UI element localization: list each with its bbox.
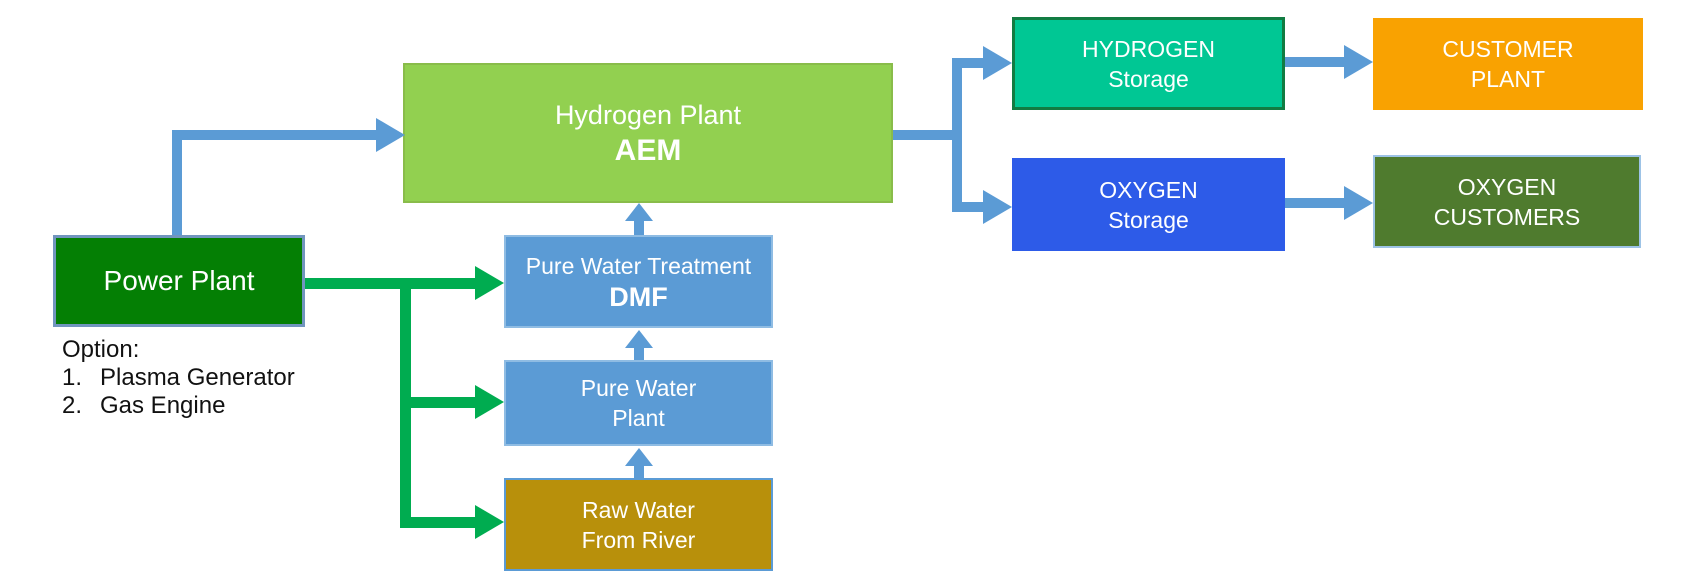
arrow-power-to-treatment-arrowhead-icon: [475, 266, 504, 300]
option-note-item-2: 2. Gas Engine: [62, 392, 295, 420]
arrow-rawwater-to-waterplant-stem: [634, 464, 644, 478]
option-note-item-1: 1. Plasma Generator: [62, 364, 295, 392]
power-plant-label: Power Plant: [103, 265, 255, 296]
oxygen-customers-label-line2: CUSTOMERS: [1433, 203, 1581, 230]
option-note-item-2-number: 2.: [62, 392, 83, 419]
power-plant-box: Power Plant: [53, 235, 305, 327]
arrow-waterplant-to-treatment-arrowhead-icon: [625, 330, 653, 348]
oxygen-storage-label-line2: Storage: [1108, 206, 1189, 233]
raw-water-label-line2: From River: [581, 526, 696, 553]
arrow-power-to-rawwater-arrowhead-icon: [475, 505, 504, 539]
arrow-power-to-hydrogen-vertical-segment: [172, 130, 182, 235]
arrow-treatment-to-hydrogen-stem: [634, 218, 644, 235]
arrow-power-to-rawwater-segment: [400, 517, 476, 528]
option-note-item-1-number: 1.: [62, 364, 83, 391]
arrow-split-bottom-arm-segment: [952, 202, 984, 212]
customer-plant-label-line1: CUSTOMER: [1442, 36, 1574, 62]
option-note-title: Option:: [62, 336, 140, 363]
arrow-oxygenstorage-to-oxygencustomers-segment: [1285, 198, 1344, 208]
hydrogen-storage-box: HYDROGEN Storage: [1012, 17, 1285, 110]
hydrogen-storage-label-line2: Storage: [1108, 65, 1189, 92]
oxygen-storage-box: OXYGEN Storage: [1012, 158, 1285, 251]
pure-water-treatment-box: Pure Water Treatment DMF: [504, 235, 773, 328]
option-note-item-1-text: Plasma Generator: [100, 364, 295, 391]
arrow-power-to-hydrogen-arrowhead-icon: [376, 118, 405, 152]
pure-water-plant-label-line2: Plant: [612, 405, 665, 431]
oxygen-customers-box: OXYGEN CUSTOMERS: [1373, 155, 1641, 248]
arrow-rawwater-to-waterplant-arrowhead-icon: [625, 448, 653, 466]
arrow-split-top-arm-segment: [952, 58, 984, 68]
arrow-power-to-waterplant-segment: [400, 397, 476, 408]
arrow-to-hydrogen-storage-arrowhead-icon: [983, 46, 1012, 80]
arrow-split-vertical-segment: [952, 58, 962, 208]
arrow-power-to-waterplant-arrowhead-icon: [475, 385, 504, 419]
arrow-hydrogenstorage-to-customerplant-segment: [1285, 57, 1344, 67]
customer-plant-label-line2: PLANT: [1470, 66, 1546, 92]
raw-water-box: Raw Water From River: [504, 478, 773, 571]
arrow-power-main-horizontal-segment: [305, 278, 476, 289]
pure-water-plant-label-line1: Pure Water: [580, 375, 697, 401]
oxygen-customers-label-line1: OXYGEN: [1457, 173, 1557, 200]
hydrogen-plant-label-line2: AEM: [614, 134, 682, 167]
oxygen-storage-label-line1: OXYGEN: [1099, 176, 1198, 203]
hydrogen-plant-box: Hydrogen Plant AEM: [403, 63, 893, 203]
hydrogen-plant-label-line1: Hydrogen Plant: [554, 100, 742, 130]
option-note: Option: 1. Plasma Generator 2. Gas Engin…: [62, 336, 295, 420]
arrow-oxygenstorage-to-oxygencustomers-arrowhead-icon: [1344, 186, 1373, 220]
arrow-power-to-hydrogen-horizontal-segment: [172, 130, 377, 140]
customer-plant-box: CUSTOMER PLANT: [1373, 18, 1643, 110]
option-note-item-2-text: Gas Engine: [100, 392, 226, 419]
arrow-split-stub-segment: [893, 130, 957, 140]
hydrogen-storage-label-line1: HYDROGEN: [1082, 35, 1215, 62]
arrow-waterplant-to-treatment-stem: [634, 346, 644, 360]
arrow-hydrogenstorage-to-customerplant-arrowhead-icon: [1344, 45, 1373, 79]
arrow-to-oxygen-storage-arrowhead-icon: [983, 190, 1012, 224]
pure-water-plant-box: Pure Water Plant: [504, 360, 773, 446]
pure-water-treatment-label-line1: Pure Water Treatment: [525, 252, 752, 279]
pure-water-treatment-label-line2: DMF: [609, 281, 668, 312]
arrow-treatment-to-hydrogen-arrowhead-icon: [625, 203, 653, 221]
raw-water-label-line1: Raw Water: [582, 496, 695, 523]
